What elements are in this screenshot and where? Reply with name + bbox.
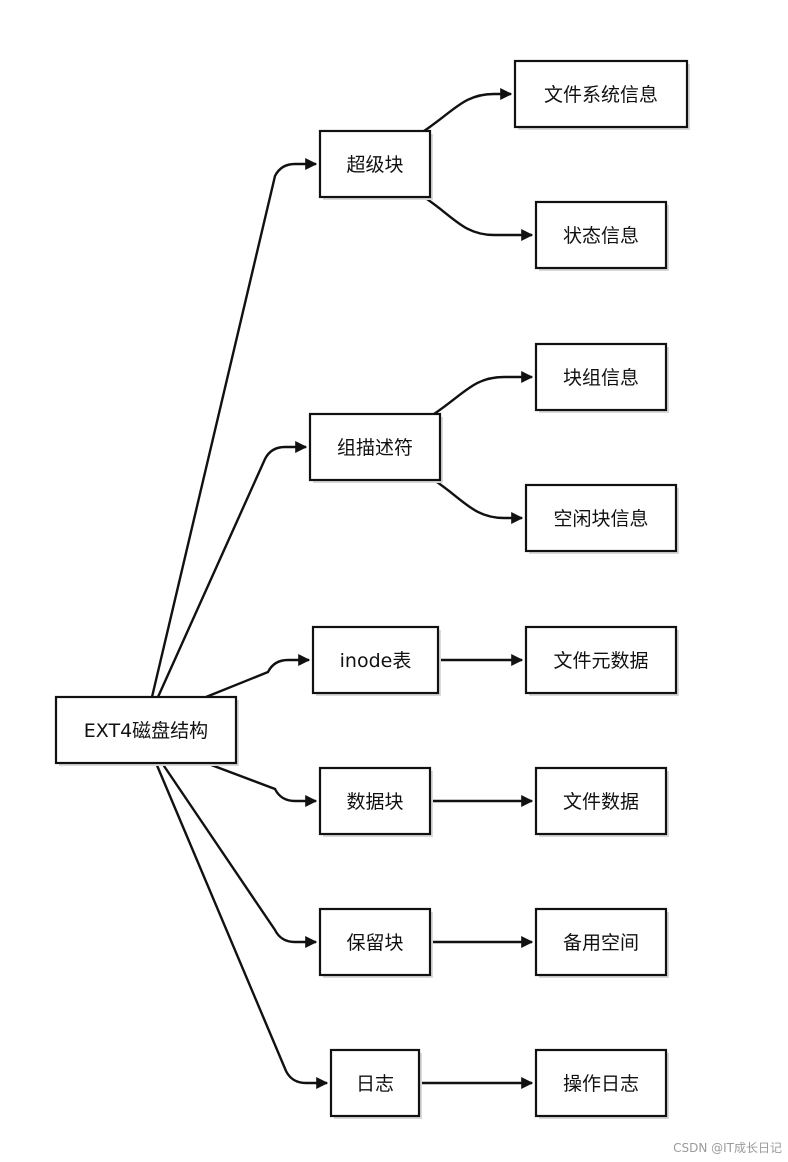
child-node-2-2-label: 空闲块信息	[553, 508, 648, 530]
edge-root-to-branch-1	[150, 158, 318, 698]
child-node-6-1-label: 操作日志	[563, 1073, 639, 1095]
edge-branch-1-to-child-1	[423, 88, 513, 132]
child-node-3-1-box	[524, 625, 678, 695]
edge-root-to-branch-5	[161, 762, 318, 948]
edge-root-to-branch-4	[205, 761, 318, 807]
branch-node-3-box	[311, 625, 440, 695]
child-node-4-1-box	[534, 766, 668, 836]
branch-node-6-label: 日志	[356, 1073, 394, 1095]
watermark: CSDN @IT成长日记	[673, 1141, 782, 1155]
child-node-5-1: 备用空间	[534, 907, 669, 978]
child-node-6-1-box	[534, 1048, 668, 1118]
child-node-5-1-label: 备用空间	[563, 932, 639, 954]
branch-node-1-label: 超级块	[346, 154, 403, 176]
child-node-1-2-label: 状态信息	[563, 225, 639, 247]
child-node-3-1-label: 文件元数据	[553, 650, 648, 672]
branch-node-5: 保留块	[318, 907, 433, 978]
branch-node-5-label: 保留块	[346, 932, 403, 954]
child-node-1-1-label: 文件系统信息	[544, 84, 658, 106]
branch-node-2-box	[308, 412, 442, 482]
child-node-6-1: 操作日志	[534, 1048, 669, 1119]
branch-node-4: 数据块	[318, 766, 433, 837]
branch-node-2-label: 组描述符	[337, 437, 413, 459]
child-node-1-1-box	[513, 59, 689, 129]
child-node-3-1: 文件元数据	[524, 625, 679, 696]
child-node-2-1-box	[534, 342, 668, 412]
child-node-4-1-label: 文件数据	[563, 791, 639, 813]
child-node-5-1-box	[534, 907, 668, 977]
branch-node-6-box	[329, 1048, 421, 1118]
edge-root-to-branch-3	[205, 654, 311, 699]
branch-node-1-box	[318, 129, 432, 199]
edge-root-to-branch-6	[154, 762, 329, 1089]
edges-layer	[150, 88, 534, 1089]
edge-branch-2-to-child-1	[433, 371, 534, 415]
branch-node-2: 组描述符	[308, 412, 443, 483]
child-node-2-1-label: 块组信息	[563, 367, 639, 389]
edge-root-to-branch-2	[156, 441, 308, 698]
branch-node-5-box	[318, 907, 432, 977]
root-node-label: EXT4磁盘结构	[84, 720, 208, 742]
child-node-1-2: 状态信息	[534, 200, 669, 271]
edge-branch-1-to-child-2	[423, 196, 534, 241]
child-node-1-2-box	[534, 200, 668, 270]
branch-node-4-label: 数据块	[346, 791, 403, 813]
child-node-2-2: 空闲块信息	[524, 483, 679, 554]
edge-branch-2-to-child-2	[433, 479, 524, 524]
child-node-2-2-box	[524, 483, 678, 553]
root-node: EXT4磁盘结构	[54, 695, 239, 766]
child-node-1-1: 文件系统信息	[513, 59, 690, 130]
branch-node-6: 日志	[329, 1048, 422, 1119]
child-node-2-1: 块组信息	[534, 342, 669, 413]
child-node-4-1: 文件数据	[534, 766, 669, 837]
root-node-box	[54, 695, 238, 765]
branch-node-1: 超级块	[318, 129, 433, 200]
branch-node-3-label: inode表	[340, 650, 412, 672]
branch-node-3: inode表	[311, 625, 441, 696]
branch-node-4-box	[318, 766, 432, 836]
